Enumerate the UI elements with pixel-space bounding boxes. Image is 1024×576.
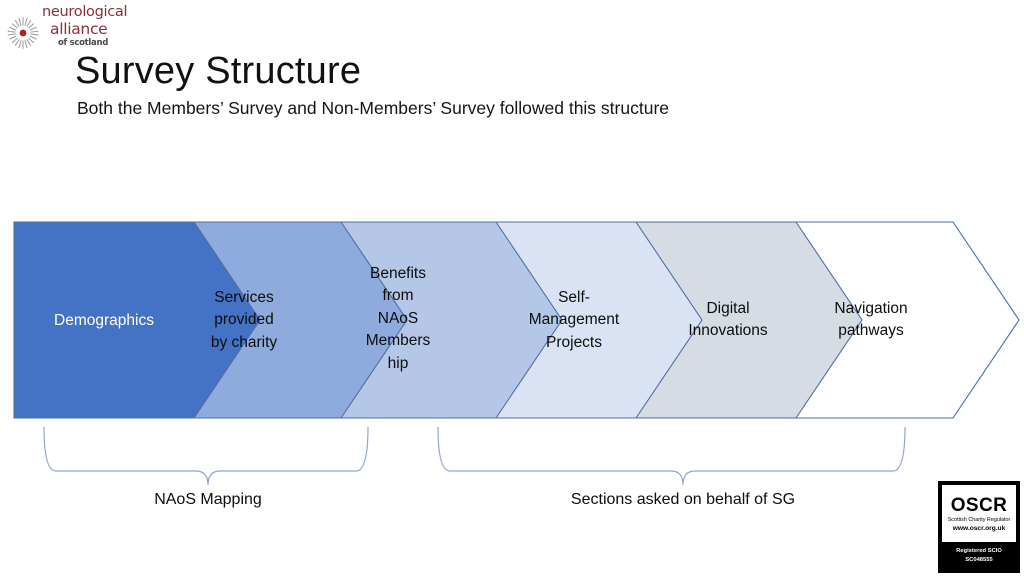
page-subtitle: Both the Members’ Survey and Non-Members… bbox=[77, 98, 670, 118]
oscr-tagline: Scottish Charity Regulator bbox=[947, 516, 1011, 523]
chevron-label-step-1: Demographics bbox=[54, 312, 154, 329]
oscr-registration: Registered SCIO SC048555 bbox=[942, 547, 1016, 564]
sunburst-icon bbox=[7, 17, 39, 49]
chevron-label-step-3: Benefits from NAoS Members hip bbox=[365, 265, 431, 372]
brace-caption-sections-sg: Sections asked on behalf of SG bbox=[570, 491, 796, 508]
brace-sections-sg bbox=[437, 426, 906, 486]
chevron-label-step-5: Digital Innovations bbox=[688, 300, 768, 340]
oscr-registration-label: Registered SCIO bbox=[956, 548, 1002, 554]
page-title: Survey Structure bbox=[75, 50, 362, 92]
oscr-wordmark: OSCR bbox=[950, 494, 1008, 516]
logo-line-neurological: neurological bbox=[42, 4, 128, 20]
oscr-charity-badge: OSCR Scottish Charity Regulator www.oscr… bbox=[938, 481, 1020, 573]
brace-naos-mapping bbox=[43, 426, 369, 486]
logo-line-of-scotland: of scotland bbox=[58, 38, 108, 48]
chevron-label-step-6: Navigation pathways bbox=[834, 300, 908, 340]
oscr-registration-number: SC048555 bbox=[965, 556, 993, 563]
chevron-label-step-2: Services provided by charity bbox=[210, 289, 278, 351]
chevron-label-step-4: Self- Management Projects bbox=[528, 289, 620, 351]
neurological-alliance-logo: neurological alliance of scotland bbox=[4, 2, 128, 52]
oscr-badge-inner: OSCR Scottish Charity Regulator www.oscr… bbox=[942, 485, 1016, 542]
brace-caption-naos-mapping: NAoS Mapping bbox=[154, 491, 262, 508]
oscr-url: www.oscr.org.uk bbox=[952, 524, 1006, 532]
logo-line-alliance: alliance bbox=[50, 20, 108, 38]
